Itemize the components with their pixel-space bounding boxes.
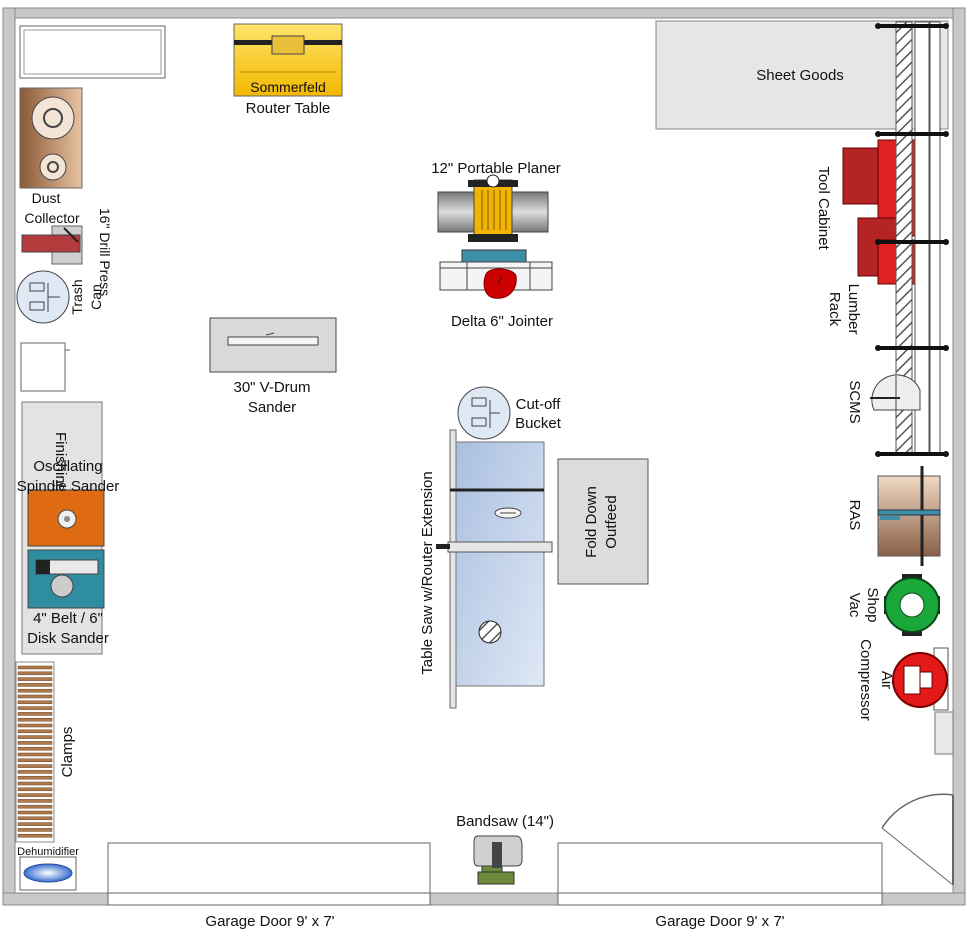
garage-door-right[interactable]: [557, 842, 883, 906]
air-compressor[interactable]: [892, 647, 949, 711]
air-compressor-label-2: Compressor: [857, 639, 874, 721]
sheet-goods-label: Sheet Goods: [756, 67, 844, 84]
clamp-bar: [17, 833, 53, 838]
drum-sander-label-2: Sander: [248, 399, 296, 416]
router-table-brand: Sommerfeld: [250, 79, 325, 95]
dehumidifier-label: Dehumidifier: [17, 846, 79, 858]
clamp-bar: [17, 741, 53, 745]
router-table[interactable]: [233, 23, 343, 97]
rack-arm: [878, 452, 946, 456]
lumber-rack-label-2: Rack: [826, 292, 843, 327]
jointer-label: Delta 6" Jointer: [451, 313, 553, 330]
spindle-sander[interactable]: [27, 489, 105, 547]
clamp-bar: [17, 700, 53, 705]
rack-arm: [878, 24, 946, 28]
belt-sander-label-1: 4" Belt / 6": [33, 610, 103, 627]
planer-label: 12" Portable Planer: [431, 160, 561, 177]
clamp-bar: [17, 816, 53, 821]
belt-disk-sander[interactable]: [27, 549, 105, 609]
clamp-bar: [17, 781, 53, 786]
garage-door-left-label: Garage Door 9' x 7': [205, 913, 334, 930]
outfeed-label-2: Outfeed: [603, 495, 620, 548]
jointer[interactable]: [439, 249, 553, 299]
portable-planer[interactable]: [437, 174, 549, 242]
clamp-bar: [17, 729, 53, 734]
wall-cabinet: [19, 25, 166, 79]
clamp-bar: [17, 735, 53, 739]
clamp-bar: [17, 746, 53, 751]
clamp-bar: [17, 694, 53, 699]
trash-can[interactable]: [16, 270, 70, 324]
rack-arm: [878, 240, 946, 244]
garage-door-left[interactable]: [107, 842, 431, 906]
entry-door[interactable]: [881, 793, 954, 886]
dust-collector-label-1: Dust: [32, 190, 61, 206]
garage-door-right-label: Garage Door 9' x 7': [655, 913, 784, 930]
clamp-bar: [17, 793, 53, 797]
shop-vac[interactable]: [884, 574, 940, 636]
ras[interactable]: [877, 466, 941, 566]
cutoff-bucket[interactable]: [457, 386, 511, 440]
drum-sander[interactable]: [209, 317, 337, 373]
clamp-bar: [17, 683, 53, 687]
router-table-label: Router Table: [246, 100, 331, 117]
dust-collector-label-2: Collector: [24, 210, 80, 226]
bandsaw[interactable]: [473, 835, 523, 885]
clamp-bar: [17, 810, 53, 815]
drum-sander-label-1: 30" V-Drum: [233, 379, 310, 396]
scms-label: SCMS: [846, 380, 863, 423]
rack-arm: [878, 346, 946, 350]
spindle-sander-label-1: Oscillating: [33, 458, 102, 475]
clamp-bar: [17, 752, 53, 757]
clamp-bar: [17, 688, 53, 693]
clamp-bar: [17, 723, 53, 728]
ras-label: RAS: [846, 500, 863, 531]
spindle-sander-label-2: Spindle Sander: [17, 478, 120, 495]
bandsaw-label: Bandsaw (14"): [456, 813, 554, 830]
tool-cabinet-label: Tool Cabinet: [815, 166, 832, 250]
clamps-rack[interactable]: [15, 661, 55, 843]
clamp-bar: [17, 828, 53, 832]
scms[interactable]: [870, 374, 921, 420]
clamp-bar: [17, 787, 53, 792]
clamp-bar: [17, 712, 53, 716]
drill-press-label: 16" Drill Press: [97, 208, 113, 296]
lumber-rack-label-1: Lumber: [845, 284, 862, 335]
clamp-bar: [17, 822, 53, 826]
fold-down-outfeed[interactable]: [557, 458, 649, 585]
clamps-label: Clamps: [59, 727, 76, 778]
clamp-bar: [17, 665, 53, 670]
clamp-bar: [17, 775, 53, 780]
table-saw-label: Table Saw w/Router Extension: [419, 471, 436, 674]
shop-vac-label-1: Shop: [864, 587, 881, 622]
clamp-bar: [17, 804, 53, 809]
small-cabinet: [20, 342, 66, 392]
trash-can-label-1: Trash: [69, 279, 85, 314]
clamp-bar: [17, 706, 53, 710]
dehumidifier-icon: [23, 863, 73, 883]
clamp-bar: [17, 770, 53, 774]
air-compressor-label-1: Air: [878, 671, 895, 689]
clamp-bar: [17, 764, 53, 768]
clamp-bar: [17, 717, 53, 722]
cutoff-bucket-label-1: Cut-off: [516, 396, 562, 413]
wall-shelf: [934, 711, 954, 755]
lumber-rack[interactable]: [875, 21, 949, 457]
dust-collector[interactable]: [19, 87, 83, 189]
rack-arm: [878, 132, 946, 136]
clamp-bar: [17, 758, 53, 763]
trash-can-label-2: Can: [88, 284, 104, 310]
shop-vac-label-2: Vac: [846, 593, 863, 618]
cutoff-bucket-label-2: Bucket: [515, 415, 562, 432]
belt-sander-label-2: Disk Sander: [27, 630, 109, 647]
clamp-bar: [17, 677, 53, 681]
clamp-bar: [17, 799, 53, 803]
drill-press[interactable]: [21, 225, 83, 265]
table-saw[interactable]: [436, 429, 553, 709]
finishing-label: Finishing: [52, 432, 69, 492]
clamp-bar: [17, 671, 53, 676]
outfeed-label-1: Fold Down: [583, 486, 600, 558]
